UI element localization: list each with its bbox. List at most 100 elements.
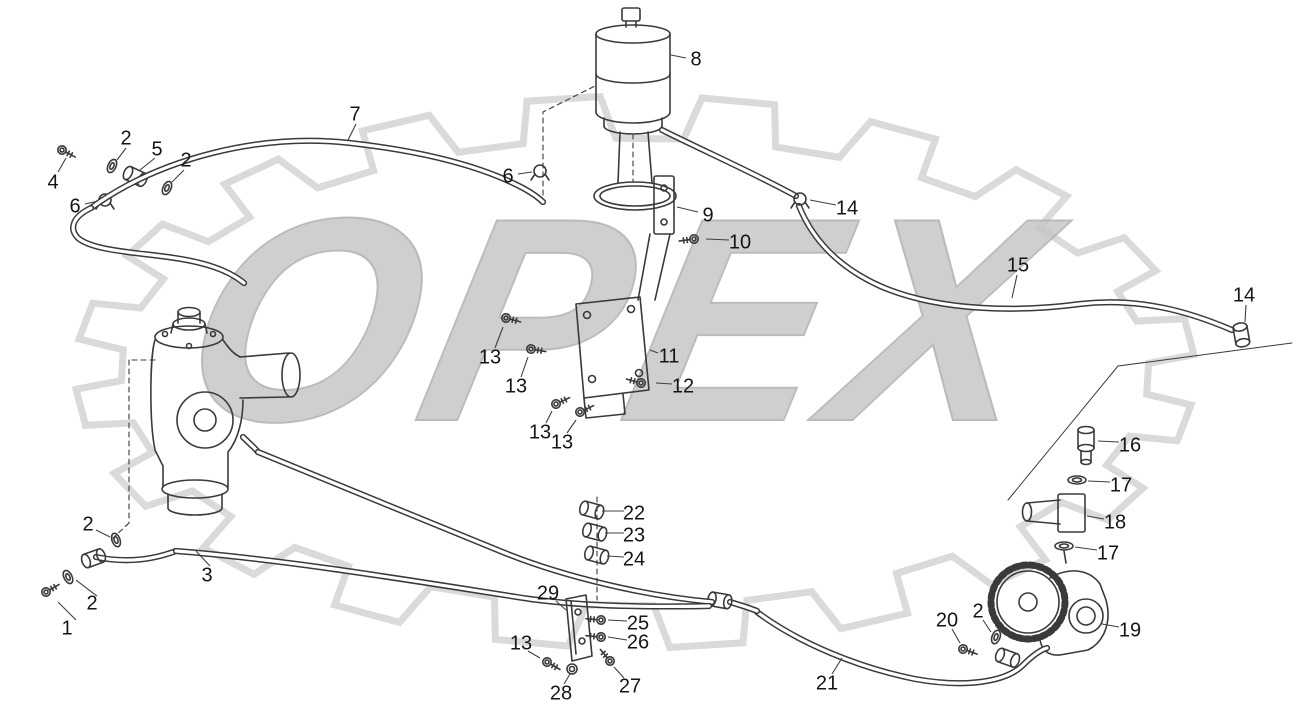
part-label-13: 13 <box>505 375 527 397</box>
leader-line <box>494 326 504 349</box>
leader-line <box>95 529 111 538</box>
hose-7 <box>70 84 598 287</box>
part-label-6: 6 <box>502 165 513 187</box>
leader-line <box>607 636 628 641</box>
hose-end-fitting <box>993 646 1022 670</box>
part-label-14: 14 <box>836 197 858 219</box>
leader-line <box>705 238 730 241</box>
leader-line <box>982 619 992 633</box>
washer-2-c <box>109 531 123 549</box>
leader-line <box>75 579 98 597</box>
leader-line <box>555 600 567 611</box>
part-label-7: 7 <box>349 103 360 125</box>
leader-line <box>655 382 673 385</box>
part-label-17: 17 <box>1110 474 1132 496</box>
leader-line <box>171 169 185 183</box>
clamp-22 <box>577 499 606 521</box>
leader-line <box>517 171 533 175</box>
part-label-29: 29 <box>537 582 559 604</box>
part-label-11: 11 <box>659 345 680 367</box>
bracket-29 <box>565 594 593 662</box>
leader-line <box>116 147 127 161</box>
clamp-23 <box>580 521 609 543</box>
leader-line <box>195 550 211 567</box>
leader-line <box>566 419 577 434</box>
part-label-4: 4 <box>47 171 58 193</box>
washer-2-d <box>60 568 76 586</box>
part-label-28: 28 <box>550 682 572 704</box>
washer-2-a <box>104 157 120 175</box>
leader-line <box>527 650 541 659</box>
part-label-15: 15 <box>1007 254 1029 276</box>
reference-line <box>1007 342 1293 501</box>
bolt-27 <box>596 646 617 668</box>
leader-line <box>809 199 837 206</box>
part-label-13: 13 <box>510 632 532 654</box>
part-label-16: 16 <box>1119 434 1141 456</box>
leader-line <box>951 628 961 644</box>
leader-line <box>139 157 156 171</box>
leader-line <box>1011 274 1018 299</box>
part-label-1: 1 <box>61 617 72 639</box>
watermark: OPEX <box>71 92 1199 652</box>
part-label-6: 6 <box>69 195 80 217</box>
part-label-17: 17 <box>1097 542 1119 564</box>
steering-pump <box>987 550 1109 656</box>
fitting-14-b <box>1231 321 1252 349</box>
steering-gear <box>112 306 301 539</box>
part-label-2: 2 <box>972 600 983 622</box>
part-label-2: 2 <box>86 592 97 614</box>
part-label-22: 22 <box>623 502 645 524</box>
leader-line <box>1244 304 1247 323</box>
watermark-text: OPEX <box>160 159 1086 482</box>
gear-watermark-outline <box>71 92 1199 652</box>
part-label-13: 13 <box>551 431 573 453</box>
bolt-13-e <box>540 655 563 674</box>
part-label-14: 14 <box>1233 284 1255 306</box>
part-label-2: 2 <box>120 127 131 149</box>
leader-line <box>613 666 625 679</box>
leader-line <box>607 619 628 622</box>
leader-line <box>1101 623 1120 628</box>
part-label-20: 20 <box>936 609 958 631</box>
leader-line <box>676 206 699 213</box>
leader-line <box>1097 440 1120 443</box>
leader-line <box>57 157 67 173</box>
part-label-23: 23 <box>623 524 645 546</box>
bolt-1 <box>39 580 62 599</box>
oil-reservoir <box>595 7 671 184</box>
part-label-21: 21 <box>816 672 838 694</box>
part-label-26: 26 <box>627 631 649 653</box>
part-label-25: 25 <box>627 612 649 634</box>
leader-line <box>1087 480 1111 483</box>
part-label-19: 19 <box>1119 619 1141 641</box>
part-label-2: 2 <box>82 513 93 535</box>
elbow-18 <box>1021 493 1086 533</box>
part-label-8: 8 <box>690 48 701 70</box>
leader-line <box>606 555 625 558</box>
leader-line <box>545 410 553 424</box>
part-label-12: 12 <box>672 375 694 397</box>
leader-line <box>563 673 571 685</box>
leader-line <box>347 123 357 141</box>
part-label-13: 13 <box>529 421 551 443</box>
leader-line <box>1086 515 1105 520</box>
nut-28 <box>566 663 578 675</box>
bolt-4 <box>55 143 79 162</box>
part-label-9: 9 <box>702 204 713 226</box>
part-label-27: 27 <box>619 675 641 697</box>
washer-17-a <box>1067 475 1087 485</box>
hose-15 <box>658 126 1236 334</box>
leader-line <box>57 601 77 621</box>
leader-line <box>1074 546 1098 551</box>
part-label-13: 13 <box>479 346 501 368</box>
part-label-24: 24 <box>623 548 645 570</box>
pipe-3 <box>92 433 716 610</box>
bolt-26 <box>584 630 607 643</box>
fitting-16 <box>1077 425 1095 466</box>
washer-17-b <box>1054 541 1074 551</box>
leader-line <box>649 349 659 354</box>
bolt-20 <box>956 642 980 659</box>
